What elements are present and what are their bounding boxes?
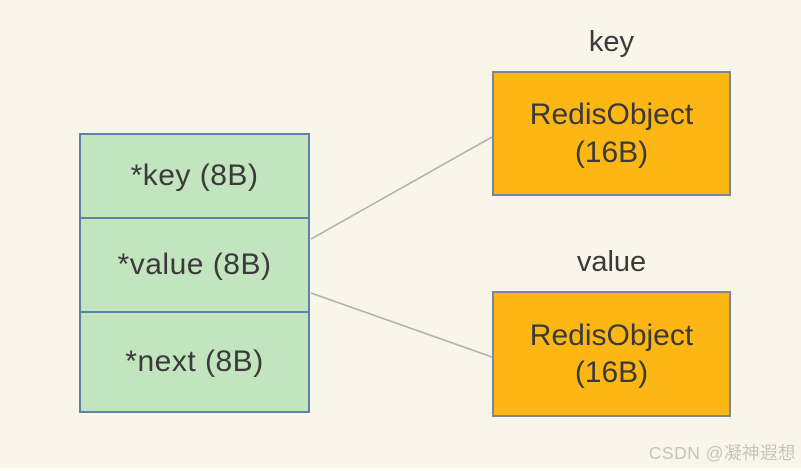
struct-field-key: *key (8B): [81, 135, 308, 219]
key-redis-object-box: RedisObject (16B): [492, 71, 731, 196]
value-object-title: value: [576, 246, 647, 278]
value-redis-object-name: RedisObject: [529, 318, 694, 352]
connector-line-to-value-object: [310, 292, 493, 358]
csdn-watermark: CSDN @凝神遐想: [648, 443, 796, 463]
dictentry-struct-box: *key (8B) *value (8B) *next (8B): [79, 133, 310, 413]
key-object-title: key: [588, 26, 635, 58]
bottom-edge-strip: [0, 468, 801, 471]
struct-field-value-label: *value (8B): [117, 248, 272, 281]
struct-field-next: *next (8B): [81, 313, 308, 411]
key-redis-object-name: RedisObject: [529, 98, 694, 131]
key-redis-object-size: (16B): [574, 135, 649, 169]
struct-field-key-label: *key (8B): [130, 159, 259, 192]
value-redis-object-box: RedisObject (16B): [492, 291, 731, 417]
struct-field-value: *value (8B): [81, 219, 308, 313]
value-redis-object-size: (16B): [574, 356, 649, 389]
connector-line-to-key-object: [310, 136, 493, 240]
struct-field-next-label: *next (8B): [125, 345, 264, 378]
